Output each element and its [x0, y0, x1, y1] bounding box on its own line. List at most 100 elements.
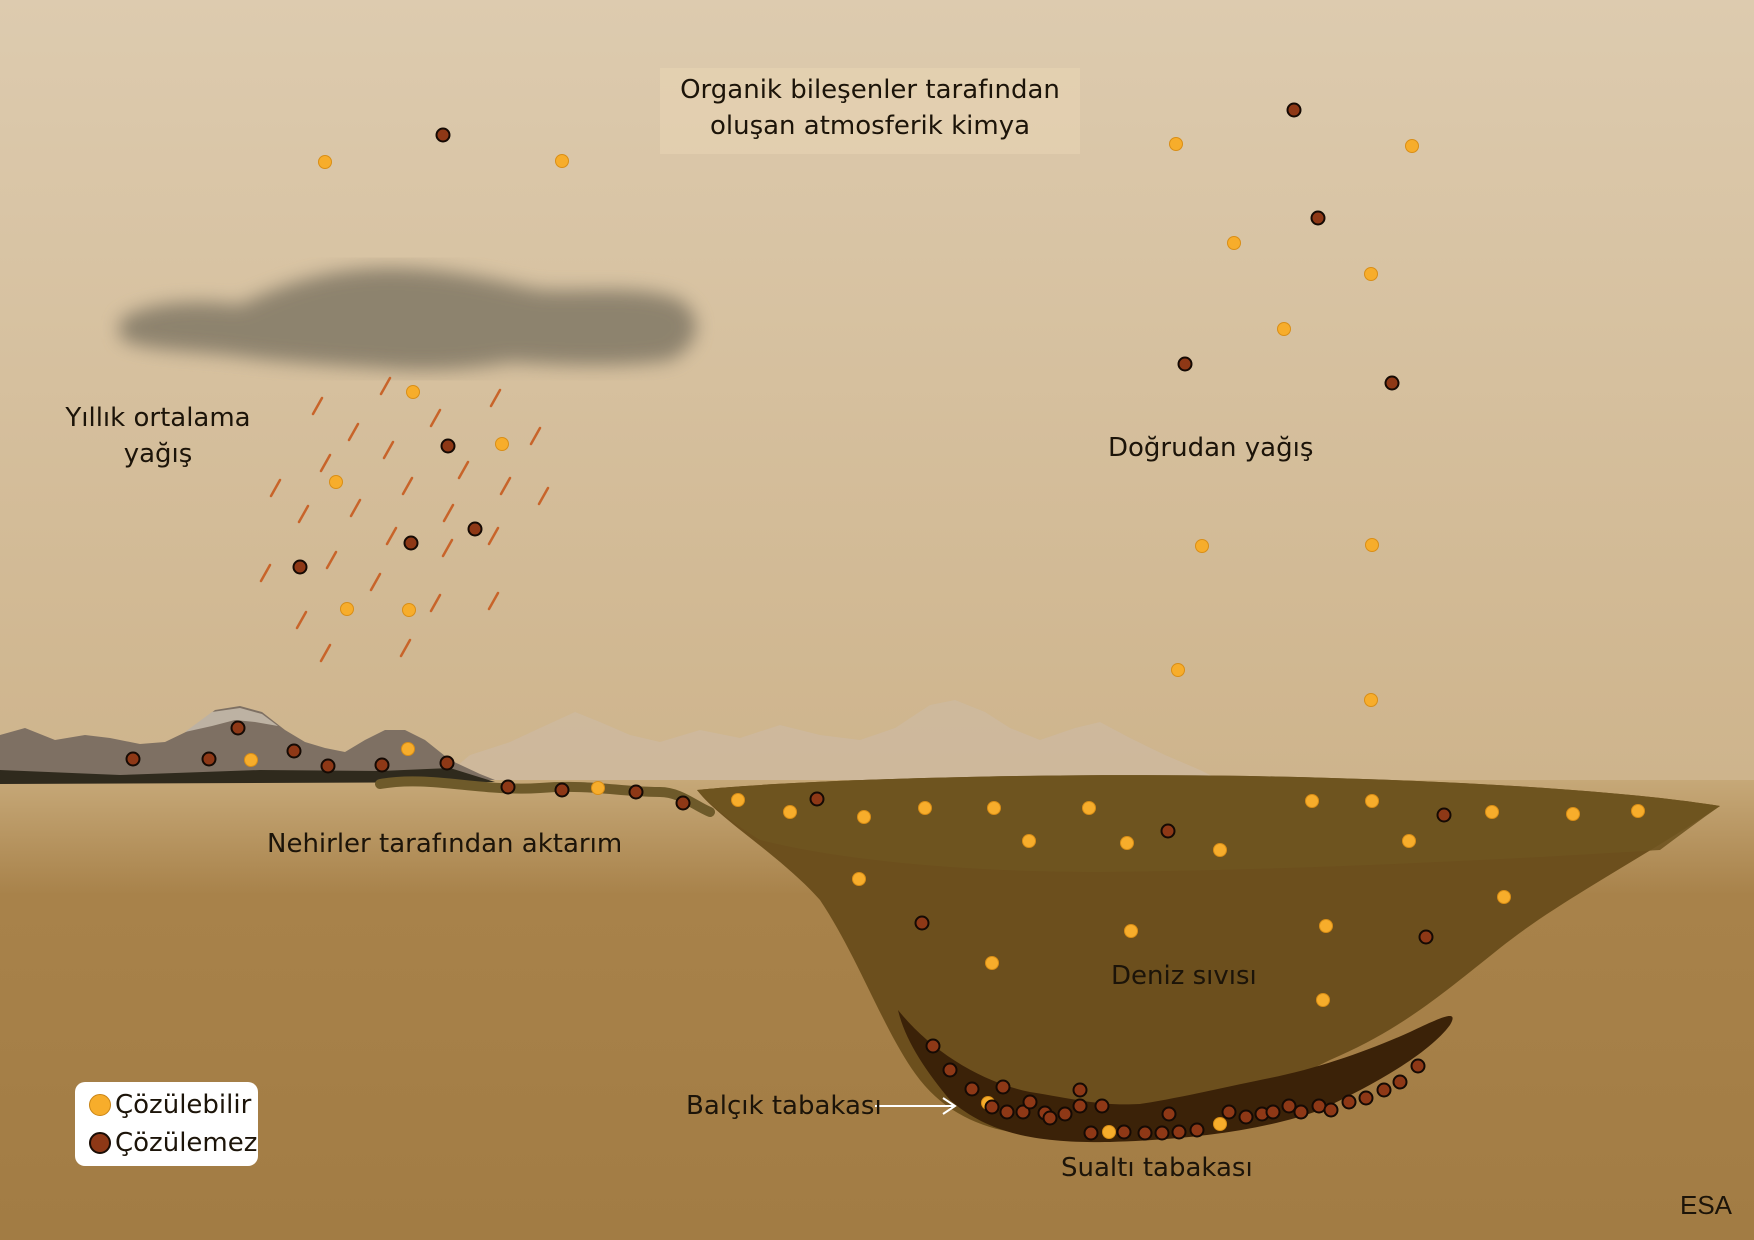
insoluble-particle [1189, 1122, 1205, 1138]
rain-streak [269, 478, 282, 498]
direct-rain-label: Doğrudan yağış [1108, 433, 1314, 463]
insoluble-particle [440, 438, 456, 454]
insoluble-particle [995, 1079, 1011, 1095]
soluble-particle [1227, 236, 1241, 250]
rain-streak [369, 572, 382, 592]
insoluble-particle [1083, 1125, 1099, 1141]
soluble-particle [1082, 801, 1096, 815]
insoluble-particle [1160, 823, 1176, 839]
insoluble-particle [1022, 1094, 1038, 1110]
distant-mountains [440, 700, 1220, 780]
insoluble-particle [554, 782, 570, 798]
rain-streak [379, 376, 392, 396]
insoluble-particle [500, 779, 516, 795]
insoluble-particle [1177, 356, 1193, 372]
insoluble-particle [1376, 1082, 1392, 1098]
soluble-particle [1120, 836, 1134, 850]
credit-label: ESA [1680, 1190, 1733, 1220]
rain-streak [311, 396, 324, 416]
insoluble-particle [942, 1062, 958, 1078]
rain-streak [499, 476, 512, 496]
insoluble-particle [675, 795, 691, 811]
soluble-particle [1305, 794, 1319, 808]
soluble-particle [1319, 919, 1333, 933]
near-mountains [0, 706, 495, 780]
soluble-particle [987, 801, 1001, 815]
rain-cloud [120, 268, 697, 370]
rain-streak [489, 388, 502, 408]
rain-streak [295, 610, 308, 630]
soluble-particle [401, 742, 415, 756]
rain-streak [259, 563, 272, 583]
insoluble-particle [374, 757, 390, 773]
soluble-particle [857, 810, 871, 824]
insoluble-particle [914, 915, 930, 931]
soluble-particle [918, 801, 932, 815]
rain-streak [319, 453, 332, 473]
insoluble-particle [1221, 1104, 1237, 1120]
insoluble-particle [125, 751, 141, 767]
soluble-particle [1364, 693, 1378, 707]
insoluble-particle [403, 535, 419, 551]
title-backdrop [660, 68, 1080, 154]
soluble-particle [1124, 924, 1138, 938]
insoluble-particle [201, 751, 217, 767]
soluble-particle [985, 956, 999, 970]
insoluble-particle [1392, 1074, 1408, 1090]
insoluble-particle [1072, 1082, 1088, 1098]
soluble-particle [1365, 794, 1379, 808]
mountain-base [0, 768, 495, 784]
insoluble-particle [1057, 1106, 1073, 1122]
insoluble-particle [1418, 929, 1434, 945]
rain-streak [382, 440, 395, 460]
soluble-particle [1365, 538, 1379, 552]
rain-streak [529, 426, 542, 446]
insoluble-particle [467, 521, 483, 537]
insoluble-particle [1072, 1098, 1088, 1114]
insoluble-particle [320, 758, 336, 774]
legend-row-soluble: Çözülebilir [89, 1087, 251, 1123]
insoluble-particle [439, 755, 455, 771]
soluble-particle [495, 437, 509, 451]
soluble-particle [1364, 267, 1378, 281]
insoluble-particle [1042, 1110, 1058, 1126]
particles [125, 102, 1645, 1141]
soluble-particle [318, 155, 332, 169]
soluble-particle [1566, 807, 1580, 821]
insoluble-particle [1410, 1058, 1426, 1074]
soluble-particle [555, 154, 569, 168]
insoluble-particle [1015, 1104, 1031, 1120]
soluble-particle [591, 781, 605, 795]
sea-surface [697, 775, 1720, 872]
insoluble-particle [230, 720, 246, 736]
insoluble-particle [1310, 210, 1326, 226]
sub-layer-label: Sualtı tabakası [1061, 1153, 1253, 1183]
river [375, 776, 715, 817]
mountain-snow [185, 708, 278, 732]
insoluble-particle [1436, 807, 1452, 823]
soluble-particle [402, 603, 416, 617]
legend-insoluble-label: Çözülemez [115, 1128, 258, 1158]
soluble-particle [1316, 993, 1330, 1007]
soluble-particle [1171, 663, 1185, 677]
legend: Çözülebilir Çözülemez [75, 1082, 258, 1166]
soluble-particle [1102, 1125, 1116, 1139]
soluble-particle [1485, 805, 1499, 819]
insoluble-particle [1094, 1098, 1110, 1114]
rain-streak [442, 503, 455, 523]
rain-streak [385, 526, 398, 546]
insoluble-particle [292, 559, 308, 575]
soluble-particle [1405, 139, 1419, 153]
soluble-particle [329, 475, 343, 489]
legend-row-insoluble: Çözülemez [89, 1125, 257, 1161]
insoluble-particle [964, 1081, 980, 1097]
rain-streak [457, 460, 470, 480]
soluble-particle [1402, 834, 1416, 848]
rain-streak [429, 408, 442, 428]
rain-streak [347, 422, 360, 442]
soluble-particle [852, 872, 866, 886]
rain-streak [537, 486, 550, 506]
soluble-particle [1277, 322, 1291, 336]
soluble-particle [406, 385, 420, 399]
insoluble-particle [1281, 1098, 1297, 1114]
